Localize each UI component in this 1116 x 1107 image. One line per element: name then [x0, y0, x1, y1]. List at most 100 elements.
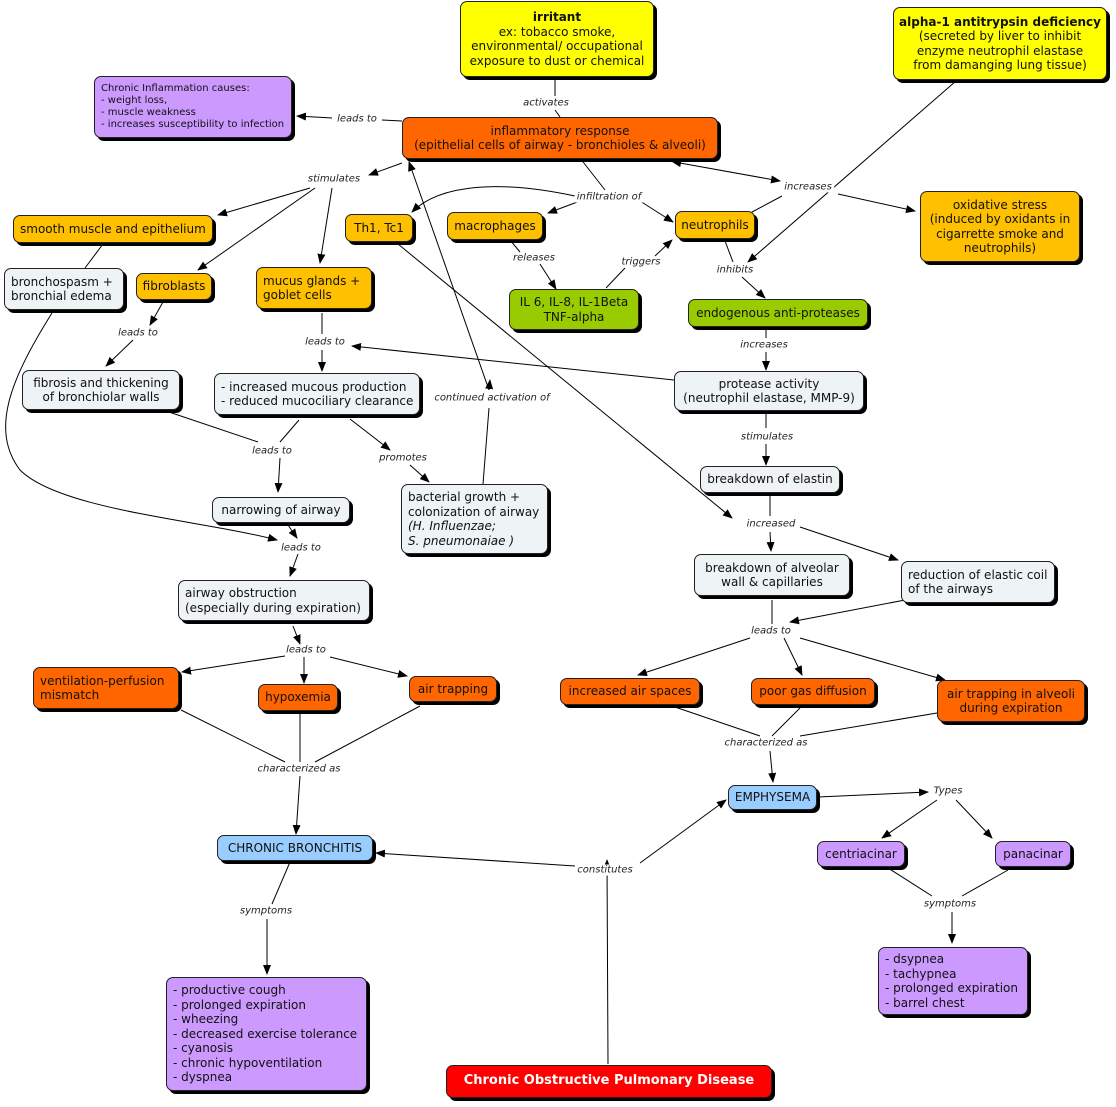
chronic-bronchitis-label: CHRONIC BRONCHITIS [227, 840, 363, 855]
link-label-increases: increases [782, 181, 834, 193]
irritant-line: ex: tobacco smoke, [498, 24, 616, 39]
link-label-leads-to: leads to [284, 644, 328, 656]
chronic-inflammation-line: - muscle weakness [101, 107, 196, 118]
link-label-characterized-as: characterized as [722, 737, 810, 749]
link-label-leads-to: leads to [303, 336, 347, 348]
vq-mismatch-line: mismatch [40, 688, 100, 702]
emphysema-symptom: - barrel chest [885, 995, 965, 1010]
cb-symptom: - cyanosis [173, 1041, 233, 1056]
protease-activity-line: (neutrophil elastase, MMP-9) [683, 391, 855, 405]
copd-title: Chronic Obstructive Pulmonary Disease [463, 1073, 755, 1089]
mucous-production-node: - increased mucous production - reduced … [214, 373, 420, 415]
link-label-increases: increases [738, 339, 790, 351]
bacterial-species-line: (H. Influenzae; [408, 519, 496, 533]
irritant-node: irritant ex: tobacco smoke, environmenta… [460, 1, 654, 77]
link-label-leads-to: leads to [116, 327, 160, 339]
air-trapping-alveoli-line: air trapping in alveoli [947, 686, 1075, 701]
increased-air-spaces-node: increased air spaces [560, 678, 700, 705]
cb-symptom: - prolonged expiration [173, 997, 306, 1012]
mucous-production-line: - increased mucous production [221, 379, 407, 394]
link-label-infiltration-of: infiltration of [574, 191, 644, 203]
neutrophils-label: neutrophils [681, 217, 749, 232]
irritant-line: environmental/ occupational [471, 39, 643, 53]
breakdown-elastin-node: breakdown of elastin [700, 466, 840, 493]
th1-tc1-node: Th1, Tc1 [345, 214, 413, 242]
vq-mismatch-line: ventilation-perfusion [40, 673, 165, 688]
air-trapping-alveoli-line: during expiration [959, 701, 1063, 715]
link-label-types: Types [931, 785, 965, 797]
irritant-line: exposure to dust or chemical [469, 53, 645, 68]
emphysema-node: EMPHYSEMA [728, 785, 817, 810]
fibrosis-line: fibrosis and thickening [33, 375, 169, 390]
mucus-glands-node: mucus glands + goblet cells [256, 267, 372, 309]
alveolar-wall-line: breakdown of alveolar [705, 560, 839, 575]
link-label-leads-to: leads to [335, 113, 379, 125]
bacterial-species-line: S. pneumonaiae ) [408, 533, 515, 548]
cb-symptom: - dyspnea [173, 1070, 233, 1085]
smooth-muscle-label: smooth muscle and epithelium [20, 221, 206, 236]
alveolar-wall-line: wall & capillaries [721, 575, 823, 589]
breakdown-elastin-label: breakdown of elastin [707, 472, 833, 487]
macrophages-label: macrophages [454, 218, 536, 233]
irritant-title: irritant [532, 10, 582, 24]
link-label-triggers: triggers [619, 256, 663, 268]
inflammatory-response-node: inflammatory response (epithelial cells … [402, 117, 718, 159]
oxidative-stress-line: (induced by oxidants in [929, 212, 1071, 226]
link-label-stimulates: stimulates [305, 173, 363, 185]
airway-obstruction-line: airway obstruction [185, 586, 297, 600]
link-label-increased: increased [744, 518, 798, 530]
chronic-inflammation-line: Chronic Inflammation causes: [101, 83, 250, 94]
elastic-coil-line: reduction of elastic coil [908, 567, 1048, 582]
protease-activity-node: protease activity (neutrophil elastase, … [674, 371, 864, 411]
bronchospasm-line: bronchospasm + [11, 274, 113, 289]
centriacinar-node: centriacinar [817, 841, 905, 867]
centriacinar-label: centriacinar [825, 846, 897, 861]
a1at-line: (secreted by liver to inhibit [918, 29, 1082, 43]
oxidative-stress-line: oxidative stress [952, 197, 1048, 212]
hypoxemia-label: hypoxemia [265, 690, 331, 705]
emphysema-symptom: - tachypnea [885, 966, 957, 981]
narrowing-node: narrowing of airway [212, 497, 350, 523]
oxidative-stress-line: cigarrette smoke and [936, 226, 1064, 241]
cytokines-line: TNF-alpha [543, 309, 605, 324]
chronic-inflammation-line: - weight loss, [101, 95, 168, 106]
th1-tc1-label: Th1, Tc1 [354, 220, 404, 235]
link-label-stimulates: stimulates [738, 431, 796, 443]
link-label-activates: activates [521, 97, 571, 109]
link-label-leads-to: leads to [250, 445, 294, 457]
oxidative-stress-line: neutrophils) [963, 241, 1037, 255]
narrowing-label: narrowing of airway [221, 502, 341, 517]
smooth-muscle-node: smooth muscle and epithelium [13, 215, 213, 243]
emphysema-symptom: - prolonged expiration [885, 981, 1018, 995]
inflammatory-response-line: (epithelial cells of airway - bronchiole… [414, 138, 706, 152]
cb-symptom: - productive cough [173, 983, 286, 998]
neutrophils-node: neutrophils [675, 211, 755, 239]
a1at-line: from damanging lung tissue) [913, 58, 1087, 72]
bacterial-line: bacterial growth + [408, 490, 521, 504]
fibroblasts-label: fibroblasts [142, 279, 206, 294]
chronic-inflammation-node: Chronic Inflammation causes: - weight lo… [94, 76, 292, 138]
link-label-leads-to: leads to [749, 625, 793, 637]
mucous-production-line: - reduced mucociliary clearance [221, 394, 414, 408]
elastic-coil-line: of the airways [908, 582, 994, 596]
link-label-releases: releases [511, 252, 557, 264]
chronic-bronchitis-node: CHRONIC BRONCHITIS [217, 835, 373, 861]
airway-obstruction-line: (especially during expiration) [185, 600, 361, 615]
panacinar-node: panacinar [995, 841, 1071, 867]
bronchospasm-node: bronchospasm + bronchial edema [4, 268, 124, 310]
hypoxemia-node: hypoxemia [258, 684, 338, 711]
protease-activity-line: protease activity [718, 376, 820, 391]
cb-symptoms-node: - productive cough - prolonged expiratio… [166, 977, 367, 1091]
air-trapping-node: air trapping [409, 676, 497, 702]
a1at-line: enzyme neutrophil elastase [916, 43, 1084, 58]
air-trapping-label: air trapping [417, 681, 489, 696]
cb-symptom: - decreased exercise tolerance [173, 1026, 358, 1041]
vq-mismatch-node: ventilation-perfusion mismatch [33, 667, 179, 709]
anti-proteases-node: endogenous anti-proteases [688, 299, 868, 327]
poor-gas-diffusion-node: poor gas diffusion [751, 678, 875, 705]
a1at-node: alpha-1 antitrypsin deficiency (secreted… [893, 7, 1107, 80]
link-label-constitutes: constitutes [575, 864, 635, 876]
air-trapping-alveoli-node: air trapping in alveoli during expiratio… [937, 680, 1085, 722]
link-label-symptoms: symptoms [921, 898, 979, 910]
emphysema-symptoms-node: - dsypnea - tachypnea - prolonged expira… [878, 947, 1028, 1015]
